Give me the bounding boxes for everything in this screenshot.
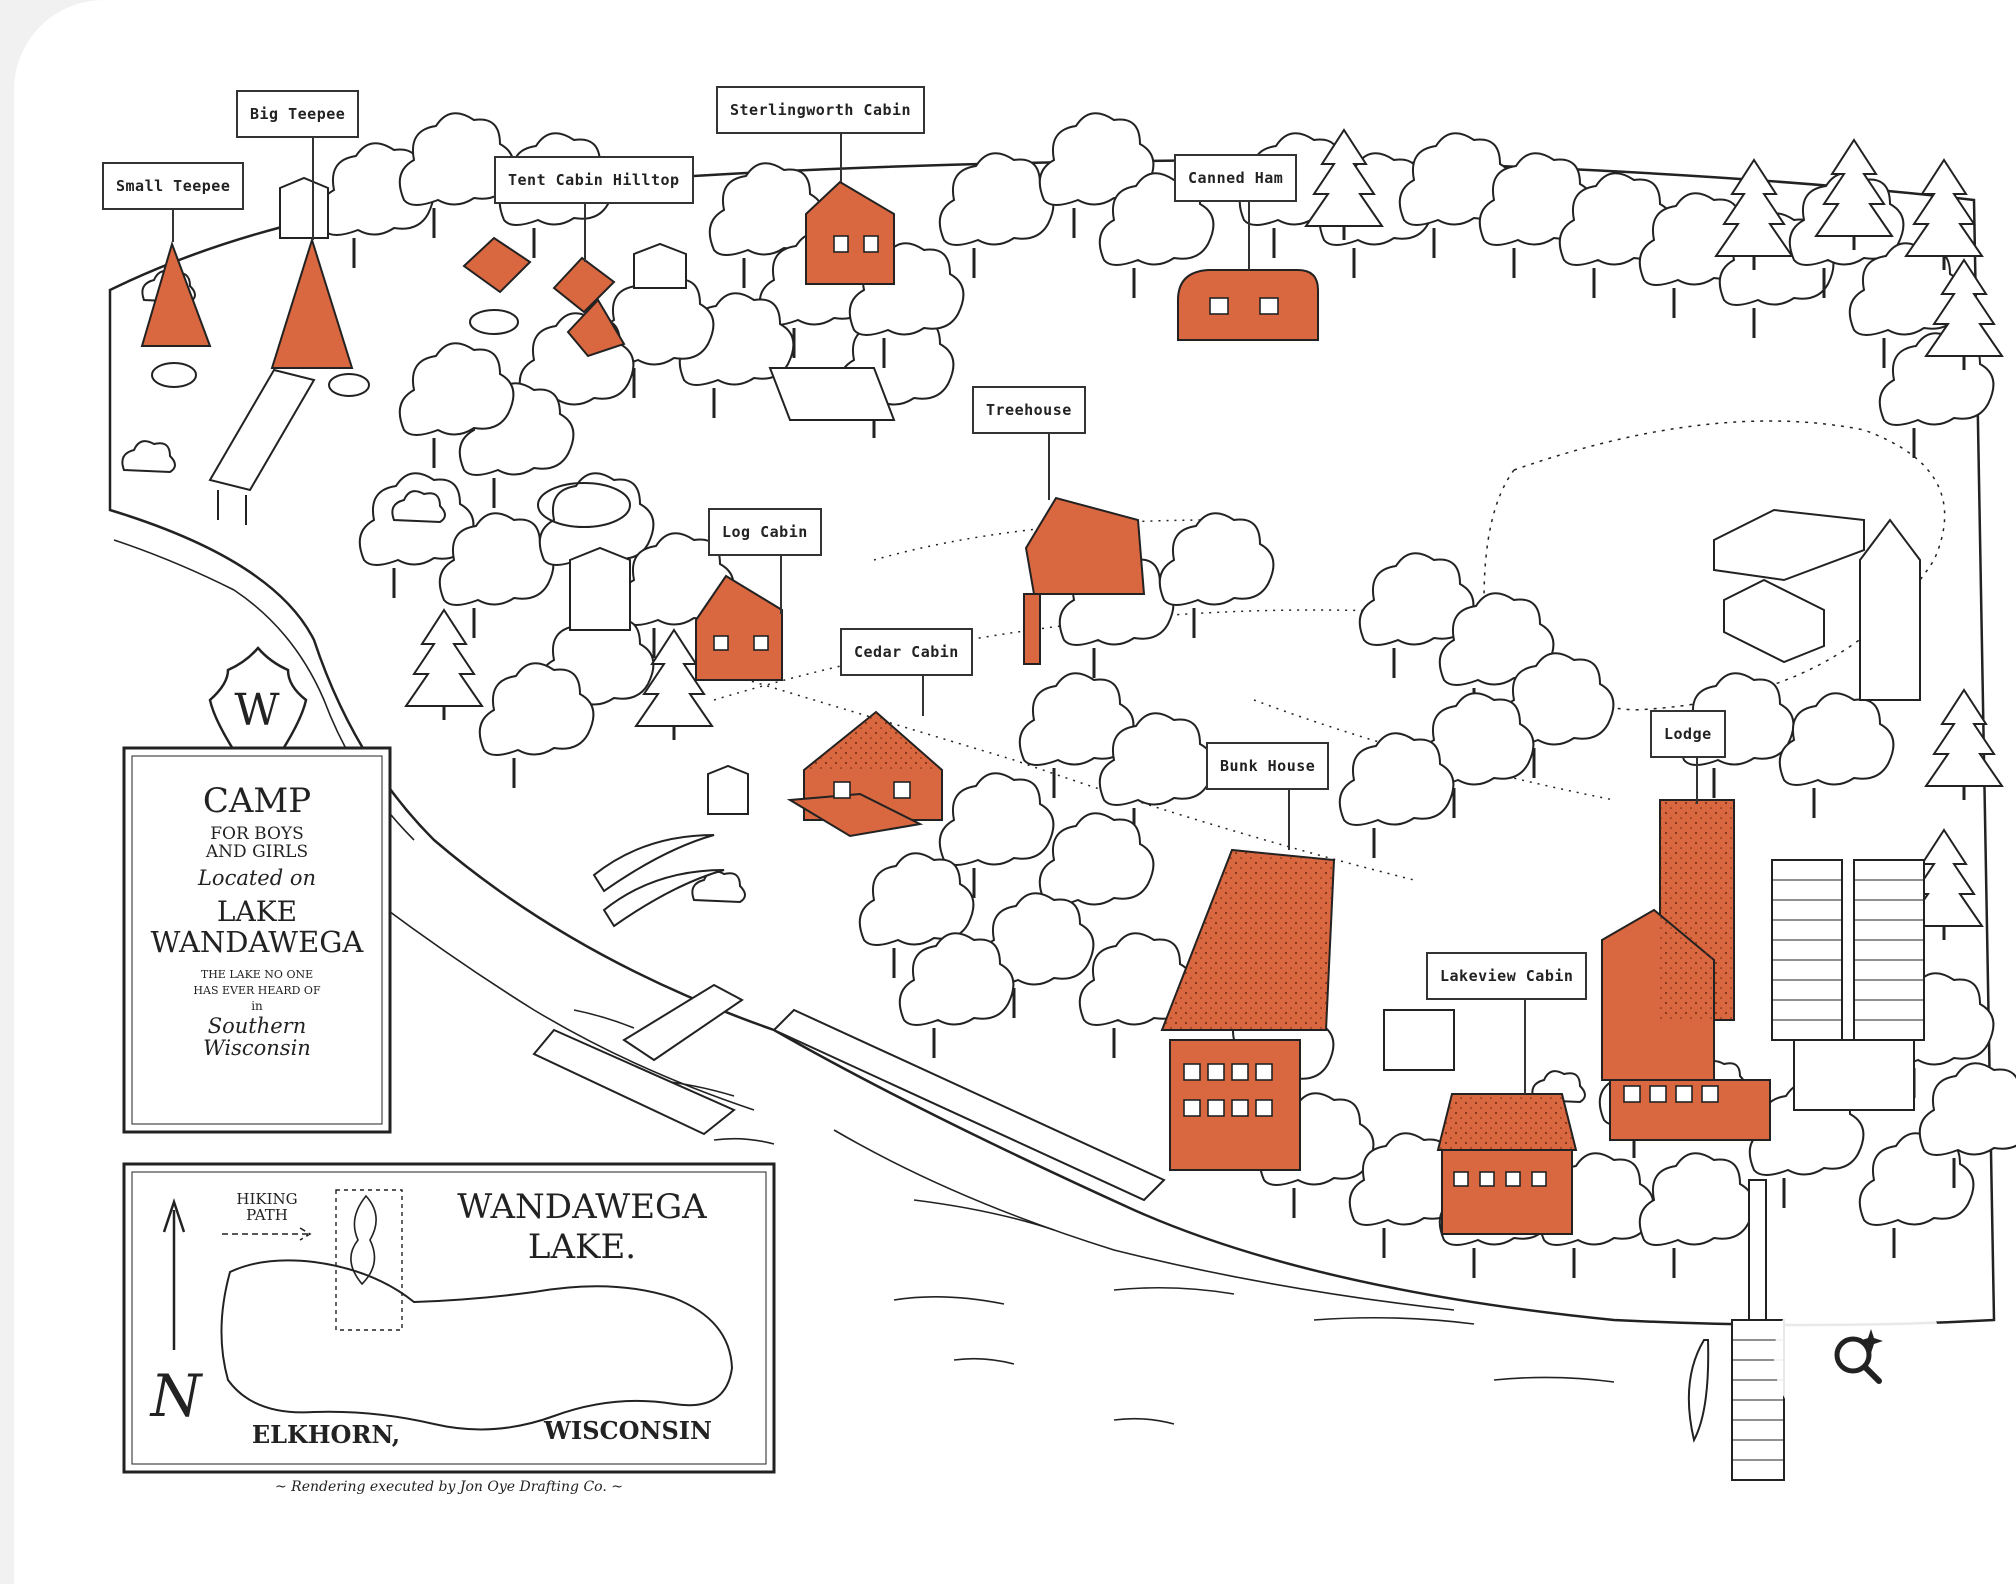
zoom-search-button[interactable] (1774, 1272, 1944, 1442)
map-card: Small Teepee Big Teepee Tent Cabin Hillt… (14, 0, 2016, 1584)
camp-title: CAMP (202, 781, 312, 821)
pin-small-teepee (172, 198, 174, 242)
pin-tent-cabin (584, 200, 586, 262)
label-bunk-house[interactable]: Bunk House (1206, 742, 1330, 790)
camp-line-girls: AND GIRLS (205, 841, 309, 862)
pin-lakeview (1524, 996, 1526, 1094)
search-sparkle-icon (1834, 1329, 1883, 1384)
credit-line: ~ Rendering executed by Jon Oye Drafting… (275, 1479, 623, 1495)
camp-emblem-letter: W (234, 685, 280, 736)
camp-line-wandawega: WANDAWEGA (150, 924, 364, 959)
inset-compass-n: N (150, 1362, 202, 1430)
inset-title: WANDAWEGA LAKE. (412, 1187, 752, 1267)
inset-hiking-path: HIKING PATH (212, 1190, 322, 1224)
label-big-teepee[interactable]: Big Teepee (236, 90, 360, 138)
hiking-label-1: HIKING (236, 1190, 298, 1208)
pin-canned-ham (1248, 198, 1250, 270)
inset-state: WISCONSIN (544, 1416, 712, 1445)
label-lodge[interactable]: Lodge (1650, 710, 1726, 758)
camp-line-boys: FOR BOYS (210, 823, 304, 844)
pin-lodge (1696, 754, 1698, 804)
pin-cedar-cabin (922, 672, 924, 716)
pin-treehouse (1048, 430, 1050, 500)
camp-line-southern: Southern (207, 1013, 307, 1038)
hiking-label-2: PATH (246, 1205, 288, 1224)
camp-map-illustration (108, 111, 2016, 1481)
label-sterlingworth-cabin[interactable]: Sterlingworth Cabin (716, 86, 926, 134)
camp-line-lake: LAKE (216, 895, 298, 929)
label-lakeview-cabin[interactable]: Lakeview Cabin (1426, 952, 1588, 1000)
pin-sterlingworth (840, 132, 842, 182)
camp-line-located: Located on (197, 866, 317, 891)
label-canned-ham[interactable]: Canned Ham (1174, 154, 1298, 202)
inset-title-2: LAKE. (527, 1226, 637, 1267)
camp-line-heard: HAS EVER HEARD OF (193, 983, 321, 997)
pin-big-teepee (312, 134, 314, 240)
camp-line-in: in (251, 999, 263, 1014)
label-log-cabin[interactable]: Log Cabin (708, 508, 822, 556)
inset-city: ELKHORN, (251, 1420, 401, 1449)
label-small-teepee[interactable]: Small Teepee (102, 162, 245, 210)
camp-line-noone: THE LAKE NO ONE (200, 968, 314, 982)
label-treehouse[interactable]: Treehouse (972, 386, 1086, 434)
label-tent-cabin[interactable]: Tent Cabin Hilltop (494, 156, 694, 204)
camp-sign: W CAMP FOR BOYS AND GIRLS Located on LAK… (124, 685, 390, 1060)
inset-title-1: WANDAWEGA (457, 1187, 707, 1227)
camp-line-wisconsin: Wisconsin (203, 1035, 311, 1060)
pin-log-cabin (780, 552, 782, 614)
label-cedar-cabin[interactable]: Cedar Cabin (840, 628, 973, 676)
pin-bunk-house (1288, 786, 1290, 850)
